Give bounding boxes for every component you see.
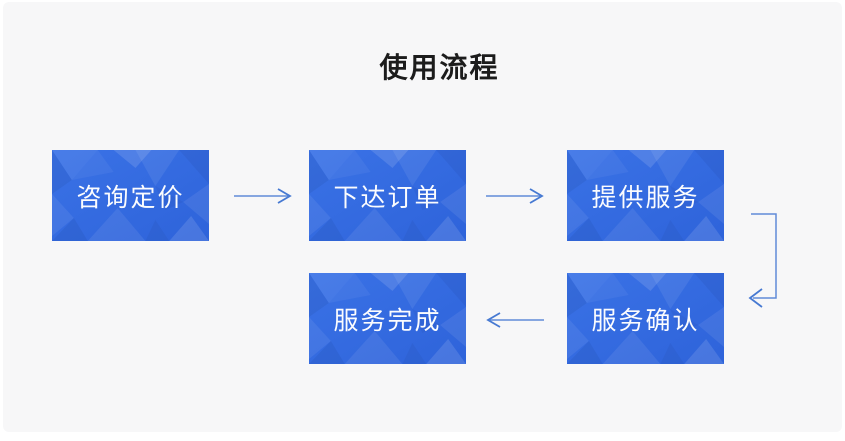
flow-step-label: 咨询定价 — [76, 183, 185, 212]
arrow-elbow-down-left-icon — [748, 213, 777, 308]
arrow-left-icon — [486, 312, 544, 328]
arrow-right-icon — [486, 188, 544, 204]
flow-step-consult-pricing: 咨询定价 — [52, 150, 209, 241]
flow-step-label: 下达订单 — [333, 183, 442, 212]
arrow-right-icon — [234, 188, 292, 204]
flow-step-service-confirm: 服务确认 — [567, 273, 724, 364]
flow-step-label: 提供服务 — [591, 183, 700, 212]
flow-step-service-done: 服务完成 — [309, 273, 466, 364]
flow-step-label: 服务确认 — [591, 306, 700, 335]
flow-step-label: 服务完成 — [333, 306, 442, 335]
page-title: 使用流程 — [379, 52, 500, 83]
flow-step-place-order: 下达订单 — [309, 150, 466, 241]
flow-step-provide-service: 提供服务 — [567, 150, 724, 241]
